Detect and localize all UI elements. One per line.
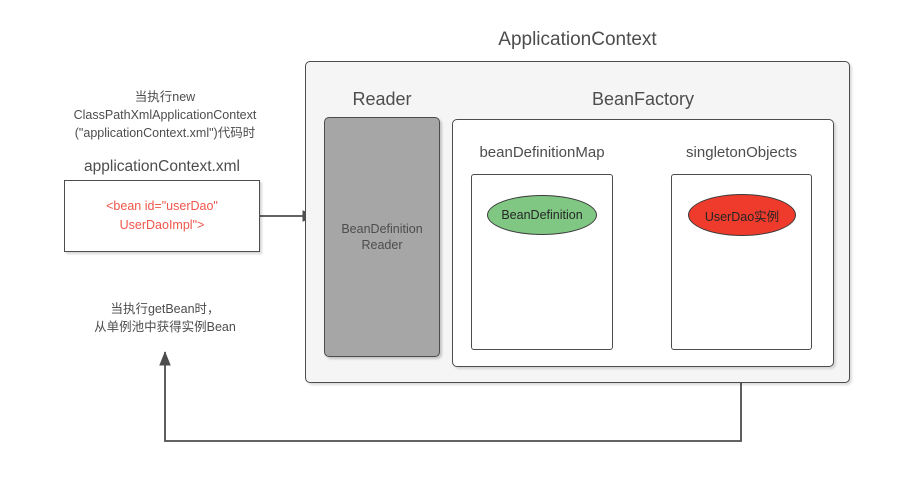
getbean-note-line-1: 当执行getBean时， xyxy=(110,302,220,316)
getbean-note-line-2: 从单例池中获得实例Bean xyxy=(94,320,236,335)
xml-file-box: <bean id="userDao" UserDaoImpl"> xyxy=(64,180,260,252)
new-context-note-line-1: 当执行new xyxy=(134,90,196,104)
new-context-note-line-3: ("applicationContext.xml")代码时 xyxy=(74,126,256,141)
bean-definition-reader-label: BeanDefinition Reader xyxy=(341,221,422,254)
xml-file-title: applicationContext.xml xyxy=(84,158,240,175)
bean-factory-title: BeanFactory xyxy=(591,89,695,109)
new-context-note: 当执行new ClassPathXmlApplicationContext ("… xyxy=(40,88,290,142)
xml-code-block: <bean id="userDao" UserDaoImpl"> xyxy=(106,197,218,235)
xml-code-line-1: <bean id="userDao" xyxy=(106,199,218,214)
singleton-objects-title: singletonObjects xyxy=(686,144,797,161)
application-context-title: ApplicationContext xyxy=(498,29,657,50)
bean-definition-reader-box: BeanDefinition Reader xyxy=(324,117,440,357)
bean-definition-entry: BeanDefinition xyxy=(487,195,597,235)
bean-definition-reader-label-line-2: Reader xyxy=(361,238,403,252)
userdao-instance-entry: UserDao实例 xyxy=(688,194,796,236)
arrow-singleton-objects-to-getbean xyxy=(159,350,742,442)
reader-title: Reader xyxy=(352,89,412,109)
getbean-note: 当执行getBean时， 从单例池中获得实例Bean xyxy=(60,300,270,336)
bean-definition-map-title: beanDefinitionMap xyxy=(479,144,605,161)
bean-definition-reader-label-line-1: BeanDefinition xyxy=(341,221,423,236)
xml-code-line-2: UserDaoImpl"> xyxy=(119,218,205,232)
new-context-note-line-2: ClassPathXmlApplicationContext xyxy=(73,108,257,123)
